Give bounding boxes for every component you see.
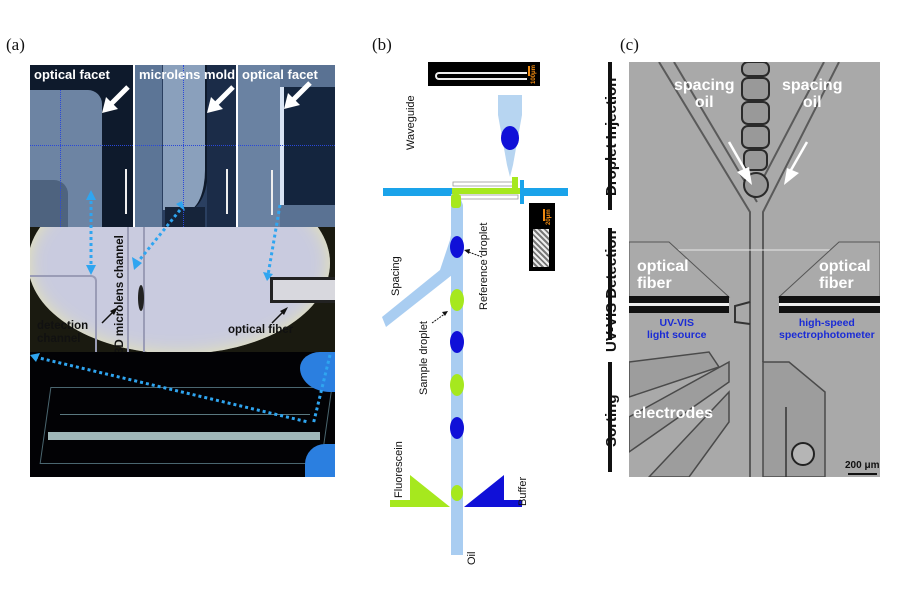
microscope-photo: detection channel 3D microlens channel o… — [30, 227, 335, 352]
waveguide-label: Waveguide — [405, 95, 417, 150]
optical-fiber-label: optical fiber — [228, 324, 294, 336]
spectrophotometer-label: high-speed spectrophotometer — [779, 317, 875, 341]
scale-label-20um: 20μm — [546, 209, 552, 225]
oil-label: Oil — [466, 551, 478, 565]
glove — [305, 444, 335, 477]
fluorescein-label: Fluorescein — [393, 441, 405, 498]
reference-droplet — [450, 417, 464, 439]
sem-image-optical-facet-2: optical facet — [238, 65, 335, 227]
black-arrow-icon — [101, 307, 118, 324]
sorted-droplet — [791, 442, 815, 466]
waveguide-right — [520, 188, 568, 196]
sem-title: microlens mold — [139, 67, 236, 82]
panel-a: optical facet microlens mold optical fac… — [30, 65, 335, 477]
buffer-inlet — [464, 475, 522, 507]
reference-droplet — [450, 331, 464, 353]
white-arrow-icon — [207, 85, 235, 113]
section-bar-injection — [608, 62, 612, 210]
sem-title: optical facet — [242, 67, 318, 82]
scale-label-100um: 100μm — [531, 64, 537, 84]
optical-fiber-left-label: optical fiber — [637, 258, 689, 292]
panel-a-label: (a) — [6, 35, 25, 54]
panel-c-label: (c) — [620, 35, 639, 54]
sem-image-optical-facet-1: optical facet — [30, 65, 133, 227]
reference-droplet-top — [501, 126, 519, 150]
spacing-channel — [382, 230, 452, 327]
inset-image-20um: 20μm — [529, 203, 555, 271]
sample-droplet — [450, 289, 464, 311]
fluorescein-inlet — [390, 475, 450, 507]
waveguide-left — [383, 188, 453, 196]
section-label-sorting: Sorting — [603, 394, 620, 448]
connector-arrows — [30, 190, 332, 426]
reference-droplet — [450, 236, 464, 258]
spacing-oil-right-label: spacing oil — [782, 77, 843, 111]
white-arrow-icon — [102, 85, 130, 113]
section-label-droplet-injection: Droplet Injection — [603, 77, 620, 196]
top-inset-image: 100μm — [428, 62, 540, 86]
section-bar-sorting — [608, 362, 612, 472]
sample-droplet-label: Sample droplet — [418, 321, 430, 395]
section-label-uv-vis-detection: UV-VIS Detection — [603, 230, 620, 352]
reference-droplet-label: Reference droplet — [478, 222, 490, 310]
electrodes-label: electrodes — [633, 405, 714, 422]
buffer-label: Buffer — [517, 476, 529, 506]
sem-title: optical facet — [34, 67, 110, 82]
spacing-oil-left-label: spacing oil — [674, 77, 735, 111]
light-source-label: UV-VIS light source — [647, 317, 707, 341]
section-bar-detection — [608, 228, 612, 340]
scale-bar-label: 200 μm — [845, 460, 880, 471]
optical-fiber-right-label: optical fiber — [819, 258, 871, 292]
microfluidic-diagram — [382, 95, 568, 555]
micrograph: spacing oil spacing oil optical fiber op… — [629, 62, 880, 477]
sample-droplet — [450, 374, 464, 396]
panel-b-label: (b) — [372, 35, 392, 54]
sem-image-microlens-mold: microlens mold — [135, 65, 236, 227]
sample-droplet — [451, 485, 463, 501]
spacing-label: Spacing — [390, 256, 402, 296]
detection-channel-label: detection channel — [37, 320, 89, 345]
black-arrow-icon — [271, 307, 288, 324]
white-arrow-icon — [284, 81, 312, 109]
device-photo — [30, 352, 335, 477]
